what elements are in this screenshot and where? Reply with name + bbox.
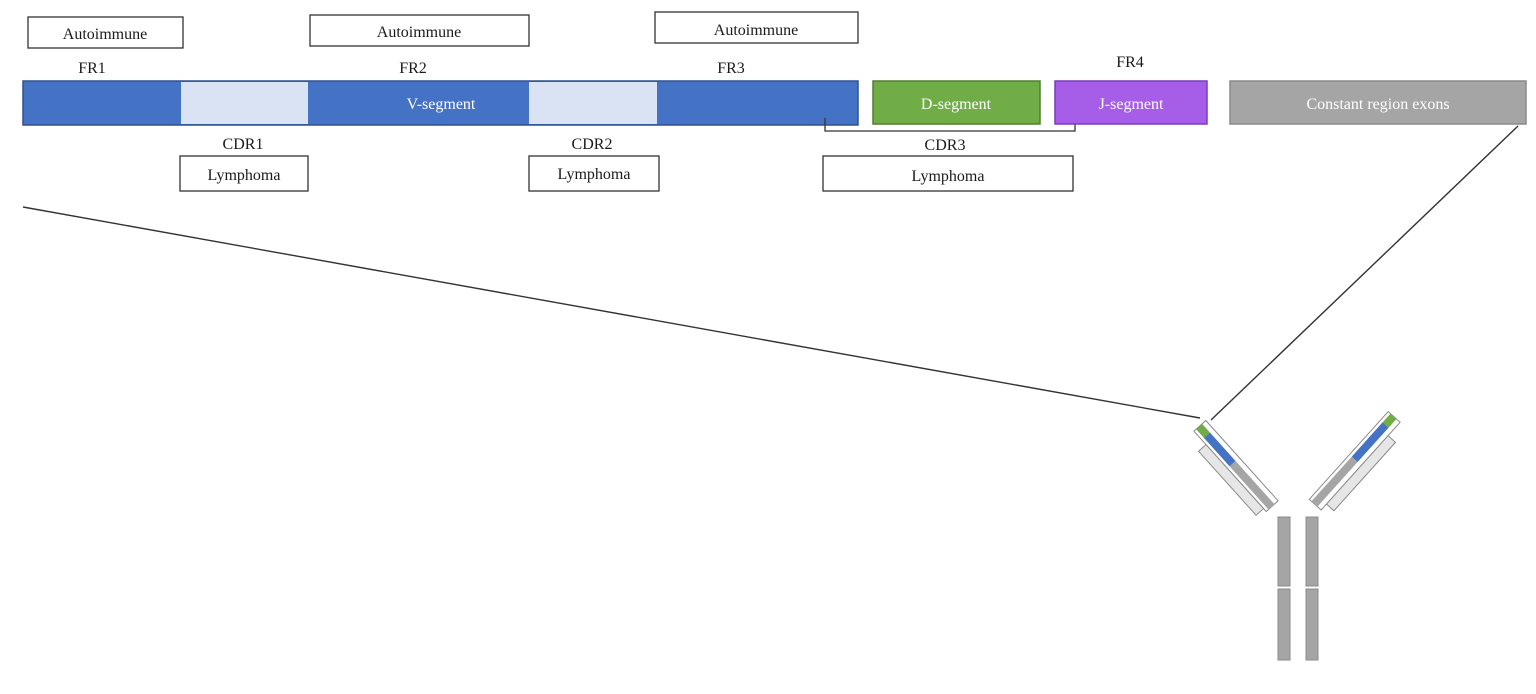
fr1-label: FR1 [78, 60, 106, 77]
fr2-label: FR2 [399, 60, 427, 77]
left-light-chain [1197, 443, 1265, 516]
autoimmune-box-fr3: Autoimmune [654, 11, 859, 44]
cdr2-region [529, 82, 657, 124]
cdr1-region [181, 82, 308, 124]
cdr3-label: CDR3 [925, 137, 966, 154]
lymphoma-label: Lymphoma [558, 166, 631, 183]
cdr2-label: CDR2 [572, 136, 613, 153]
connector-line-left [22, 206, 1201, 419]
connector-line-right [1210, 125, 1519, 421]
autoimmune-label: Autoimmune [377, 24, 461, 41]
cdr1-label: CDR1 [223, 136, 264, 153]
left-arm-variable-domain [1204, 432, 1236, 467]
j-segment-bar: J-segment [1054, 80, 1208, 125]
d-segment-label: D-segment [921, 96, 992, 113]
d-segment-bar: D-segment [872, 80, 1041, 125]
j-segment-label: J-segment [1099, 96, 1164, 113]
lymphoma-label: Lymphoma [912, 168, 985, 185]
v-segment-label: V-segment [407, 96, 476, 113]
right-arm-variable-domain [1351, 422, 1389, 463]
fc-left-lower [1277, 588, 1291, 661]
autoimmune-label: Autoimmune [63, 26, 147, 43]
right-arm-constant-domain [1311, 456, 1358, 507]
fc-left-upper [1277, 516, 1291, 587]
constant-region-label: Constant region exons [1306, 96, 1449, 113]
lymphoma-box-cdr1: Lymphoma [179, 155, 309, 192]
lymphoma-box-cdr2: Lymphoma [528, 155, 660, 192]
left-arm-constant-domain [1229, 461, 1275, 510]
autoimmune-box-fr1: Autoimmune [27, 16, 184, 49]
autoimmune-box-fr2: Autoimmune [309, 14, 530, 47]
lymphoma-label: Lymphoma [208, 167, 281, 184]
fr3-label: FR3 [717, 60, 745, 77]
fc-right-lower [1305, 588, 1319, 661]
constant-region-bar: Constant region exons [1229, 80, 1527, 125]
fr4-label: FR4 [1116, 54, 1144, 71]
v-segment-bar: V-segment [22, 80, 859, 126]
autoimmune-label: Autoimmune [714, 22, 798, 39]
lymphoma-box-cdr3: Lymphoma [822, 155, 1074, 192]
antibody-schematic [1193, 410, 1401, 661]
right-light-chain [1325, 434, 1397, 512]
fc-right-upper [1305, 516, 1319, 587]
